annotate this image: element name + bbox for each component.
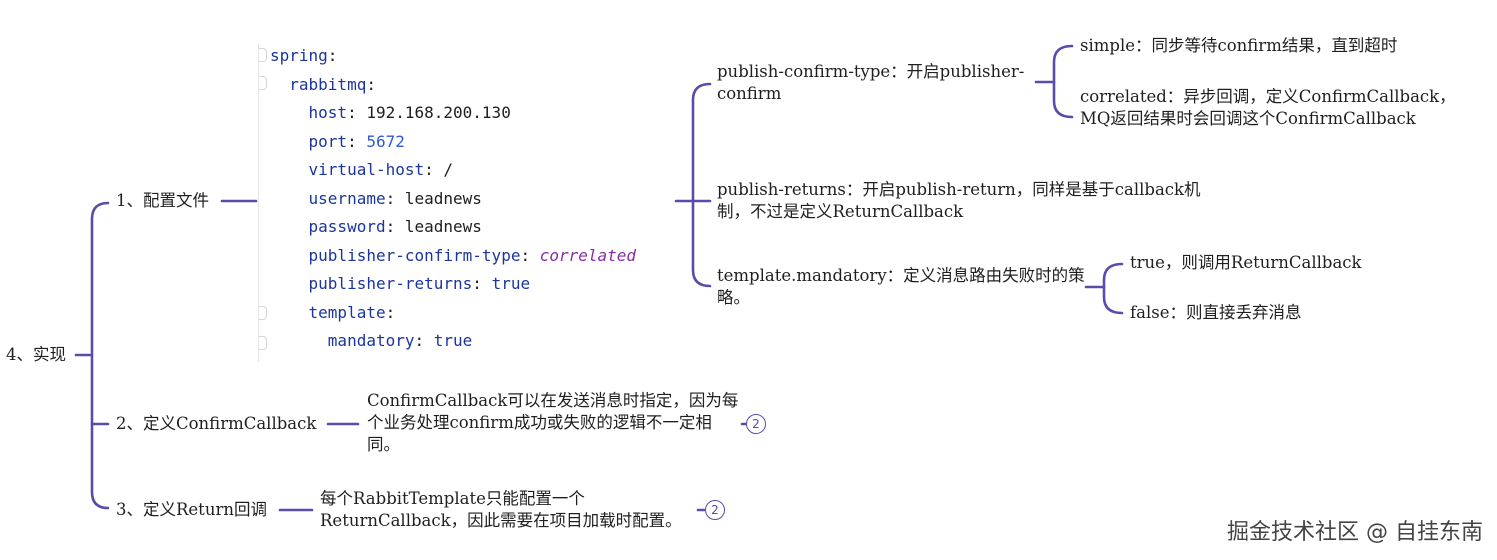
branch-config-file[interactable]: 1、配置文件 [116, 191, 209, 210]
code-line-spring: spring: [270, 46, 338, 65]
code-line-username: username: leadnews [308, 188, 482, 208]
code-line-vhost: virtual-host: / [308, 160, 454, 179]
connector-confirm-sub [1052, 44, 1074, 119]
note-confirm-correlated[interactable]: correlated：异步回调，定义ConfirmCallback，MQ返回结果… [1080, 87, 1456, 128]
fold-marker [259, 48, 267, 62]
fold-marker [259, 76, 267, 90]
code-gutter [258, 44, 267, 362]
code-line-mandatory: mandatory: true [327, 331, 473, 350]
code-line-host: host: 192.168.200.130 [308, 103, 511, 122]
watermark: 掘金技术社区 @ 自挂东南 [1227, 520, 1483, 545]
note-mandatory-true[interactable]: true，则调用ReturnCallback [1130, 253, 1362, 272]
code-line-template: template: [308, 302, 396, 322]
code-line-returns: publisher-returns: true [308, 274, 531, 293]
fold-marker [259, 336, 267, 350]
note-mandatory-false[interactable]: false：则直接丢弃消息 [1130, 303, 1302, 322]
config-code-block: spring: rabbitmq: host: 192.168.200.130 … [270, 42, 670, 362]
note-publish-returns[interactable]: publish-returns：开启publish-return，同样是基于ca… [717, 180, 1201, 221]
branch-return-callback[interactable]: 3、定义Return回调 [116, 500, 267, 519]
fold-marker [259, 306, 267, 320]
root-node[interactable]: 4、实现 [6, 345, 66, 364]
note-template-mandatory[interactable]: template.mandatory：定义消息路由失败时的策略。 [717, 266, 1085, 307]
collapsed-count-badge[interactable]: 2 [705, 500, 725, 520]
collapsed-count-badge[interactable]: 2 [746, 414, 766, 434]
code-line-password: password: leadnews [308, 217, 482, 236]
connector-notes-trunk [691, 82, 712, 288]
code-line-confirm-type: publisher-confirm-type: correlated [308, 245, 637, 265]
code-line-rabbitmq: rabbitmq: [289, 74, 376, 94]
connector-mandatory-sub [1102, 262, 1124, 315]
code-line-port: port: 5672 [308, 131, 405, 151]
note-confirm-callback[interactable]: ConfirmCallback可以在发送消息时指定，因为每个业务处理confir… [367, 391, 739, 454]
note-confirm-simple[interactable]: simple：同步等待confirm结果，直到超时 [1080, 36, 1398, 55]
branch-confirm-callback[interactable]: 2、定义ConfirmCallback [116, 414, 317, 433]
note-confirm-type[interactable]: publish-confirm-type：开启publisher-confirm [717, 62, 1025, 103]
note-return-callback[interactable]: 每个RabbitTemplate只能配置一个ReturnCallback，因此需… [320, 489, 682, 530]
connector-root-trunk [90, 201, 110, 510]
